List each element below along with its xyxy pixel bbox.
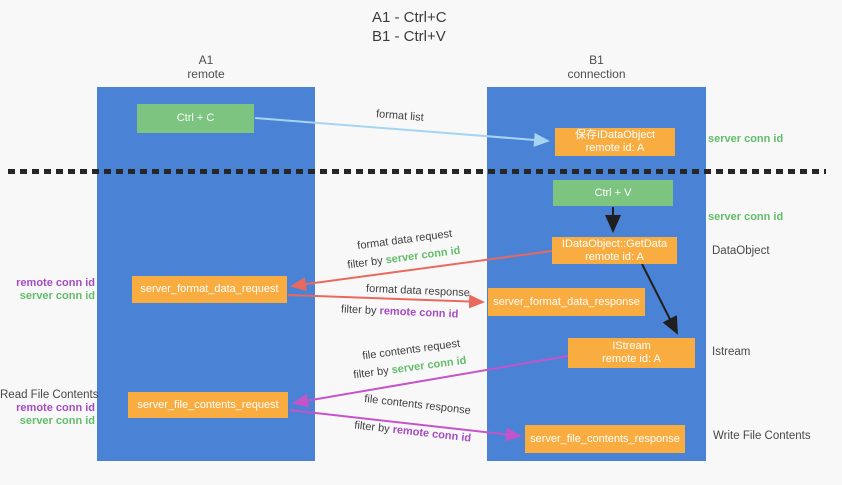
node-ctrl-c: Ctrl + C: [137, 104, 254, 133]
node-file-response-label: server_file_contents_response: [530, 432, 680, 445]
title-line-1: A1 - Ctrl+C: [372, 9, 447, 26]
node-save-idataobject-line1: 保存IDataObject: [574, 129, 656, 141]
filter-by-text: filter by: [353, 419, 391, 436]
diagram-title: A1 - Ctrl+C B1 - Ctrl+V: [372, 8, 447, 46]
node-format-response-label: server_format_data_response: [493, 295, 640, 308]
label-format-list: format list: [375, 108, 425, 124]
lane-a1-role: remote: [187, 67, 225, 81]
annotation-server-conn-id-mid: server conn id: [708, 211, 784, 223]
node-server-format-data-response: server_format_data_response: [488, 288, 645, 316]
node-ctrl-c-label: Ctrl + C: [176, 112, 215, 124]
machine-boundary-divider: [8, 169, 826, 174]
annotation-remote-conn-id-1: remote conn id: [16, 277, 95, 289]
node-file-request-label: server_file_contents_request: [137, 398, 279, 411]
lane-header-b1: B1 connection: [487, 53, 706, 81]
label-file-contents-response: file contents response: [363, 392, 472, 418]
annotation-group-format-request: remote conn id server conn id: [0, 277, 95, 303]
node-save-idataobject-line2: remote id: A: [585, 142, 645, 154]
annotation-server-conn-id-2: server conn id: [19, 415, 95, 427]
annotation-server-conn-id-top: server conn id: [708, 133, 784, 145]
node-getdata-line2: remote id: A: [585, 250, 644, 263]
node-format-request-label: server_format_data_request: [140, 283, 279, 295]
node-ctrl-v-label: Ctrl + V: [594, 186, 632, 199]
label-filter-by-remote-conn-id-2: filter by remote conn id: [354, 419, 472, 444]
server-conn-id-text: server conn id: [390, 354, 468, 377]
filter-by-text: filter by: [346, 254, 384, 272]
node-idataobject-getdata: IDataObject::GetData remote id: A: [552, 237, 677, 264]
node-save-idataobject: 保存IDataObject remote id: A: [555, 128, 675, 156]
annotation-read-file-contents: Read File Contents: [0, 389, 99, 401]
lane-b1-role: connection: [567, 67, 626, 81]
node-server-format-data-request: server_format_data_request: [132, 276, 287, 303]
label-format-data-response: format data response: [365, 282, 471, 300]
annotation-remote-conn-id-2: remote conn id: [16, 402, 95, 414]
node-server-file-contents-response: server_file_contents_response: [525, 425, 685, 453]
annotation-write-file-contents: Write File Contents: [713, 430, 811, 442]
filter-by-text: filter by: [352, 364, 390, 382]
annotation-server-conn-id-1: server conn id: [19, 290, 95, 302]
node-istream: IStream remote id: A: [568, 338, 695, 368]
remote-conn-id-text: remote conn id: [391, 423, 472, 445]
annotation-group-file-request: Read File Contents remote conn id server…: [0, 389, 99, 428]
annotation-istream: Istream: [712, 346, 751, 358]
node-getdata-line1: IDataObject::GetData: [561, 237, 668, 250]
node-istream-line2: remote id: A: [602, 353, 661, 365]
lane-b1-name: B1: [589, 53, 604, 67]
node-istream-line1: IStream: [612, 340, 651, 352]
lane-header-a1: A1 remote: [97, 53, 315, 81]
filter-by-text: filter by: [340, 303, 377, 317]
title-line-2: B1 - Ctrl+V: [372, 28, 446, 45]
node-server-file-contents-request: server_file_contents_request: [128, 392, 288, 418]
remote-conn-id-text: remote conn id: [379, 305, 459, 321]
server-conn-id-text: server conn id: [384, 244, 462, 267]
lane-a1-name: A1: [198, 53, 214, 67]
node-ctrl-v: Ctrl + V: [553, 180, 673, 206]
label-filter-by-remote-conn-id-1: filter by remote conn id: [341, 303, 459, 320]
annotation-dataobject: DataObject: [712, 245, 770, 257]
